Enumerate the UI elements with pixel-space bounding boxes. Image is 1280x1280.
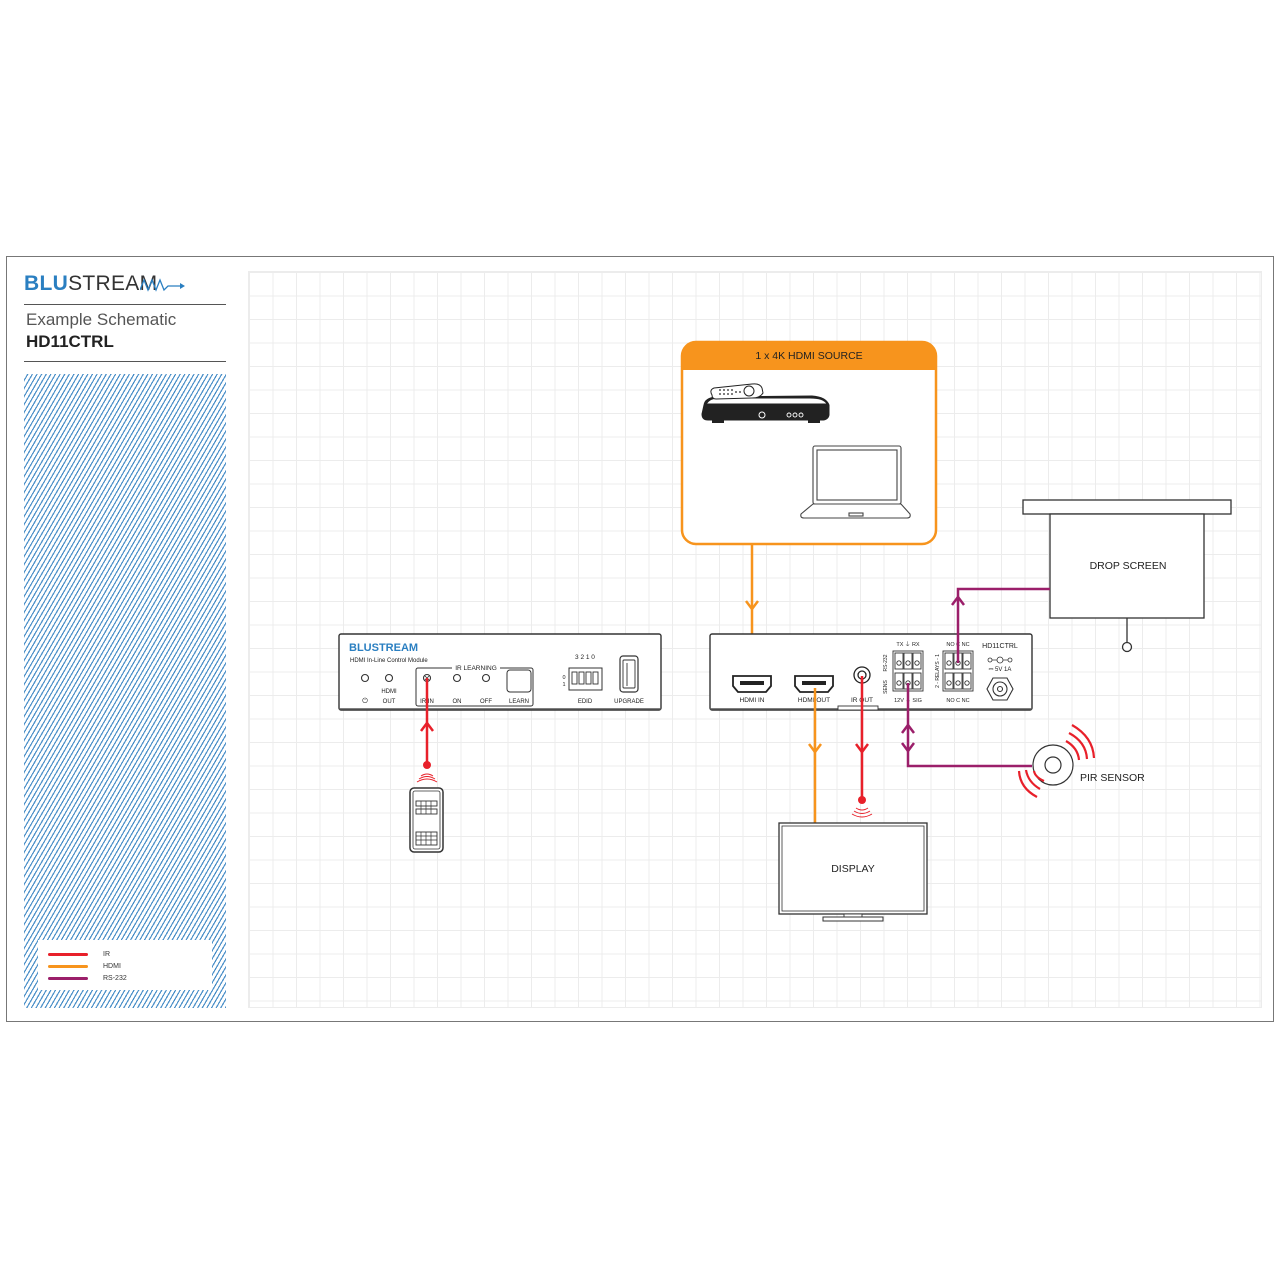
rs232-side-label: RS-232 — [883, 654, 889, 671]
hdmi-in-port-icon — [732, 675, 772, 693]
screen-pull-handle-icon — [1121, 641, 1133, 653]
hdmi-out-led-icon — [384, 673, 394, 683]
module-name: HDMI In-Line Control Module — [350, 658, 428, 664]
control-module-front: BLUSTREAM HDMI In-Line Control Module ⏻ … — [338, 633, 662, 711]
on-led-icon — [452, 673, 462, 683]
display-tv: DISPLAY — [778, 822, 928, 922]
remote-control-icon — [409, 787, 444, 853]
hdmi-out-port-icon — [794, 675, 834, 693]
sens-side-label: SENS — [883, 680, 889, 694]
ir-out-jack-icon — [853, 666, 871, 684]
drop-screen: DROP SCREEN — [1022, 499, 1232, 653]
rs232-sens-terminal-block — [892, 650, 924, 692]
relay-side-label: 2 - RELAYS - 1 — [935, 654, 941, 688]
edid-1-label: 1 — [562, 682, 565, 688]
pir-sensor-label: PIR SENSOR — [1080, 772, 1145, 784]
source-box: 1 x 4K HDMI SOURCE — [680, 340, 938, 546]
hdmi-in-label: HDMI IN — [740, 697, 765, 704]
edid-bits-label: 3 2 1 0 — [575, 654, 595, 661]
model-title: HD11CTRL — [26, 332, 114, 351]
rs232-pin-label: TX ⏚ RX — [896, 641, 920, 648]
logo-light: STREAM — [68, 272, 158, 295]
logo-wave-icon — [140, 278, 185, 292]
dc-power-jack-icon — [986, 677, 1014, 701]
laptop-icon — [800, 445, 911, 519]
ir-learning-label: IR LEARNING — [455, 665, 497, 672]
edid-0-label: 0 — [562, 675, 565, 681]
legend: IR HDMI RS-232 — [38, 940, 212, 990]
off-label: OFF — [480, 699, 492, 705]
on-label: ON — [453, 699, 462, 705]
upgrade-label: UPGRADE — [614, 699, 644, 705]
power-led-icon — [360, 673, 370, 683]
header-divider-bottom — [24, 361, 226, 362]
learn-button[interactable] — [506, 669, 532, 693]
drop-screen-label: DROP SCREEN — [1090, 560, 1167, 572]
usb-upgrade-port-icon — [619, 655, 639, 693]
logo-bold: BLU — [24, 272, 69, 295]
pir-sensor-icon: PIR SENSOR — [1017, 724, 1145, 798]
legend-item-rs232: RS-232 — [48, 972, 127, 984]
rear-model-label: HD11CTRL — [982, 643, 1018, 650]
source-box-title: 1 x 4K HDMI SOURCE — [755, 350, 862, 362]
ir-signal-icon — [416, 761, 438, 783]
legend-label: RS-232 — [103, 974, 127, 982]
legend-swatch-ir — [48, 952, 88, 956]
hd11ctrl-rear-panel: HDMI IN HDMI OUT IR OUT TX ⏚ RX RS-232 S… — [709, 633, 1033, 711]
legend-swatch-hdmi — [48, 964, 88, 968]
hdmi-out-label-1: HDMI — [381, 689, 397, 695]
power-label: ⏻ — [362, 697, 368, 705]
ir-cable-remote — [420, 678, 434, 765]
legend-label: HDMI — [103, 962, 121, 970]
legend-item-hdmi: HDMI — [48, 960, 121, 972]
legend-label: IR — [103, 950, 110, 958]
power-rating-label: ⎓ 5V 1A — [989, 667, 1012, 673]
edid-label: EDID — [578, 699, 593, 705]
ir-emitter-icon — [851, 796, 873, 818]
relay-cable-drop-screen — [951, 587, 1050, 663]
display-label: DISPLAY — [831, 863, 875, 875]
polarity-icon — [987, 656, 1013, 664]
hdmi-cable-display — [808, 688, 822, 823]
schematic-subtitle: Example Schematic — [26, 310, 177, 329]
header-divider-top — [24, 304, 226, 305]
sensor-cable-pir — [901, 683, 1032, 768]
off-led-icon — [481, 673, 491, 683]
set-top-box-icon — [701, 383, 830, 423]
relay-bottom-label: NO C NC — [946, 698, 969, 704]
module-logo: BLUSTREAM — [349, 642, 418, 654]
legend-swatch-rs232 — [48, 976, 88, 980]
edid-dip-switch[interactable] — [568, 667, 603, 691]
sidebar-hatch-panel — [24, 374, 226, 1008]
learn-label: LEARN — [509, 699, 529, 705]
brand-logo: BLUSTREAM — [24, 272, 157, 296]
hdmi-out-label-2: OUT — [383, 699, 396, 705]
legend-item-ir: IR — [48, 948, 110, 960]
ir-cable-display — [855, 676, 869, 800]
